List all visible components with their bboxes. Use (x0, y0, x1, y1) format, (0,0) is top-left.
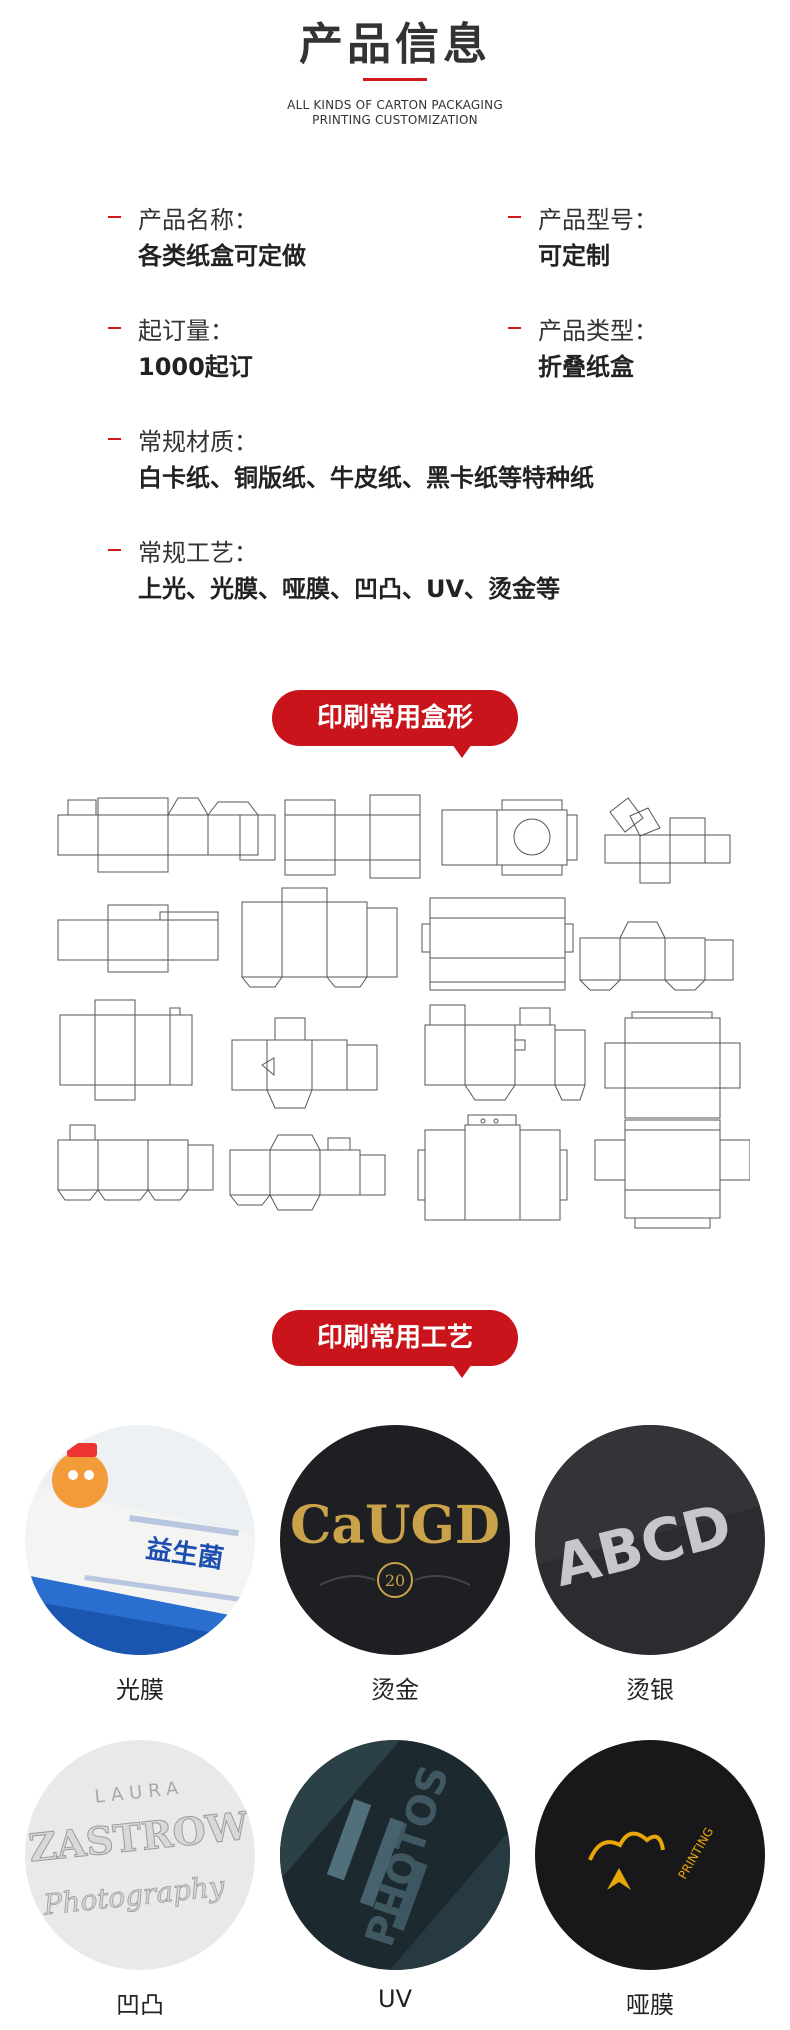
dieline-4-1 (57, 1124, 214, 1201)
page-title: 产品信息 (299, 19, 491, 70)
dieline-3-2 (231, 1017, 378, 1109)
craft-image: PRINTING (535, 1740, 765, 1970)
craft-caption: 凹凸 (116, 1991, 164, 2019)
dieline-2-1 (57, 904, 219, 973)
dieline-4-3 (417, 1114, 568, 1221)
red-dash (108, 327, 121, 329)
dieline-1-2 (239, 794, 421, 879)
dieline-3-4 (604, 1011, 741, 1119)
dieline-2-2 (241, 887, 398, 988)
craft-caption: 烫金 (371, 1676, 419, 1704)
info-value: 各类纸盒可定做 (138, 242, 306, 270)
dieline-1-3 (441, 799, 578, 876)
info-value: 1000起订 (138, 353, 253, 381)
info-value: 可定制 (538, 242, 610, 270)
box-dieline-grid (50, 790, 750, 1250)
red-dash (108, 549, 121, 551)
craft-glossy-film: 益生菌 光膜 (15, 1425, 265, 1715)
info-label: 起订量： (138, 317, 234, 345)
page-subtitle: ALL KINDS OF CARTON PACKAGING PRINTING C… (0, 98, 790, 128)
info-value: 折叠纸盒 (538, 353, 634, 381)
dieline-4-2 (229, 1134, 386, 1211)
red-dash (508, 327, 521, 329)
craft-embossing: LAURA ZASTROW Photography 凹凸 (15, 1740, 265, 2030)
craft-caption: 哑膜 (626, 1991, 674, 2019)
craft-caption: 烫银 (626, 1676, 674, 1704)
craft-image: 益生菌 (25, 1425, 255, 1655)
craft-caption: 光膜 (116, 1676, 164, 1704)
info-value: 白卡纸、铜版纸、牛皮纸、黑卡纸等特种纸 (138, 464, 594, 492)
info-label: 常规工艺： (138, 539, 258, 567)
title-underline (363, 78, 427, 81)
dieline-2-3 (421, 897, 574, 991)
info-label: 产品名称： (138, 206, 258, 234)
dieline-drawings (57, 794, 750, 1229)
dieline-2-4 (579, 921, 734, 991)
craft-image: ABCD (535, 1425, 765, 1655)
red-dash (508, 216, 521, 218)
red-dash (108, 216, 121, 218)
section-title-crafts: 印刷常用工艺 (272, 1310, 518, 1378)
dieline-3-3 (424, 1004, 586, 1101)
gold-art-sub: 20 (385, 1571, 405, 1590)
dieline-1-4 (604, 797, 731, 884)
red-dash (108, 438, 121, 440)
info-label: 产品型号： (538, 206, 658, 234)
craft-caption: UV (378, 1985, 412, 2013)
dieline-1-1 (57, 797, 259, 873)
craft-image: LAURA ZASTROW Photography (25, 1740, 255, 1970)
info-value: 上光、光膜、哑膜、凹凸、UV、烫金等 (138, 575, 561, 603)
gold-art-text: CaUGD (290, 1495, 500, 1556)
craft-silver-stamping: ABCD 烫银 (525, 1425, 775, 1715)
dieline-4-4 (594, 1119, 750, 1229)
info-label: 产品类型： (538, 317, 658, 345)
craft-image: CaUGD 20 (280, 1425, 510, 1655)
dieline-3-1 (59, 999, 193, 1101)
craft-matte-film: PRINTING 哑膜 (525, 1740, 775, 2030)
craft-image: PHOTOS (280, 1740, 510, 1970)
subtitle-line-2: PRINTING CUSTOMIZATION (312, 113, 478, 127)
craft-uv: PHOTOS UV (270, 1740, 520, 2030)
craft-gold-stamping: CaUGD 20 烫金 (270, 1425, 520, 1715)
subtitle-line-1: ALL KINDS OF CARTON PACKAGING (287, 98, 503, 112)
section-title-box-shapes: 印刷常用盒形 (272, 690, 518, 758)
info-label: 常规材质： (138, 428, 258, 456)
